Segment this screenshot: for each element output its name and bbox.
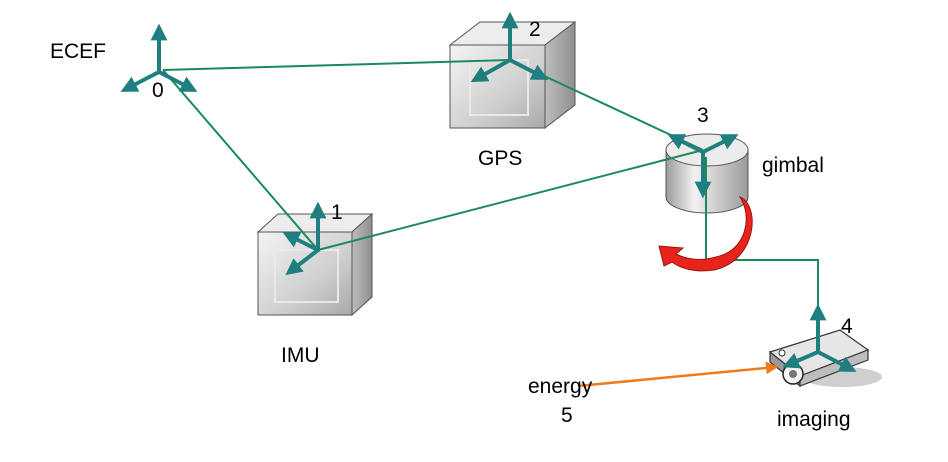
gps-label: GPS bbox=[478, 147, 523, 170]
frame-4-axes bbox=[782, 303, 857, 372]
imaging-label: imaging bbox=[777, 408, 851, 431]
imu-label: IMU bbox=[281, 344, 320, 367]
link-3-4 bbox=[705, 157, 819, 318]
link-1-3 bbox=[317, 149, 704, 251]
frame-1-label: 1 bbox=[331, 201, 343, 224]
frame-1-axes bbox=[282, 201, 327, 276]
frame-3-axes bbox=[667, 134, 739, 199]
imu-box-icon bbox=[256, 212, 374, 317]
ecef-label: ECEF bbox=[50, 40, 107, 63]
energy-arrow bbox=[577, 361, 779, 388]
imaging-projector-icon bbox=[768, 329, 882, 388]
gimbal-label: gimbal bbox=[762, 154, 824, 177]
frame-0-axes bbox=[120, 23, 198, 92]
frame-0-label: 0 bbox=[152, 79, 164, 102]
energy-number-label: 5 bbox=[561, 404, 573, 427]
rotation-arrow-icon bbox=[658, 195, 753, 272]
gps-box-icon bbox=[448, 20, 577, 130]
frame-4-label: 4 bbox=[841, 315, 853, 338]
frame-3-label: 3 bbox=[697, 104, 709, 127]
energy-label: energy bbox=[528, 375, 593, 398]
link-0-1 bbox=[162, 69, 319, 251]
link-0-2 bbox=[162, 59, 511, 71]
frame-2-axes bbox=[470, 11, 549, 83]
frame-2-label: 2 bbox=[529, 18, 541, 41]
